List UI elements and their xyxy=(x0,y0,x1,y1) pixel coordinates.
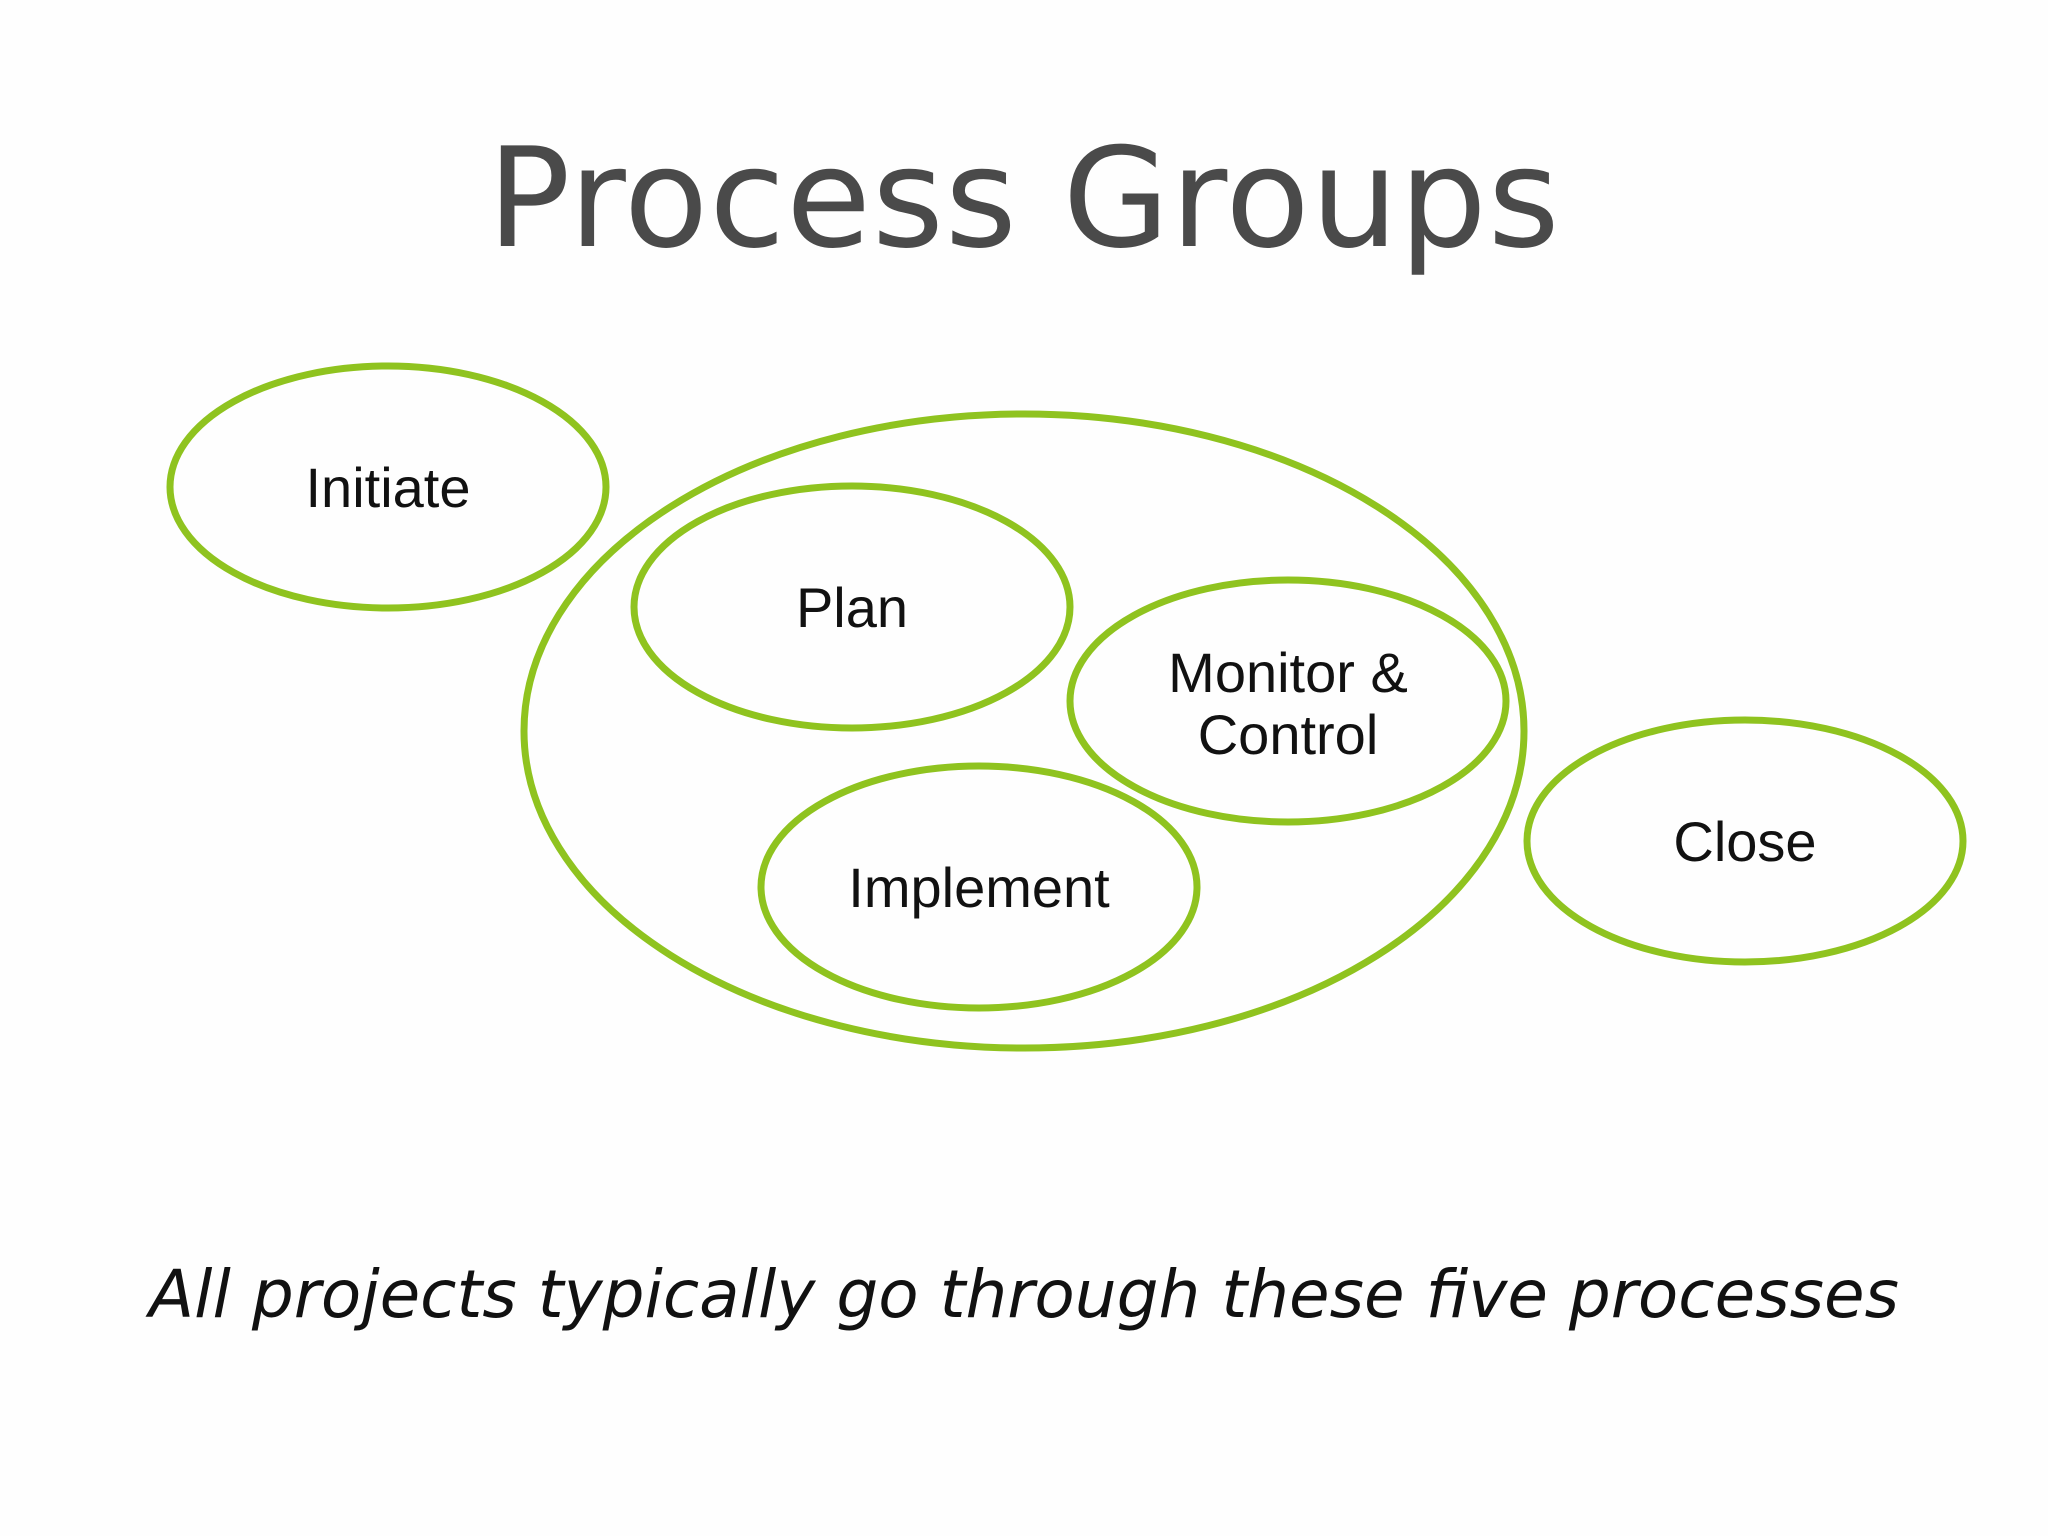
initiate-ellipse xyxy=(166,362,610,612)
monitor-control-label-line2: Control xyxy=(1198,703,1379,766)
plan-label: Plan xyxy=(796,576,908,639)
initiate-label: Initiate xyxy=(306,456,471,519)
slide-title: Process Groups xyxy=(487,118,1561,279)
close-label: Close xyxy=(1673,810,1816,873)
implement-label: Implement xyxy=(848,856,1110,919)
monitor-control-ellipse xyxy=(1066,576,1510,826)
close-ellipse xyxy=(1523,716,1967,966)
executing-group-ellipse xyxy=(520,410,1528,1052)
slide-caption: All projects typically go through these … xyxy=(149,1256,1899,1333)
implement-ellipse xyxy=(757,762,1201,1012)
plan-ellipse xyxy=(630,482,1074,732)
monitor-control-label-line1: Monitor & xyxy=(1168,641,1408,704)
